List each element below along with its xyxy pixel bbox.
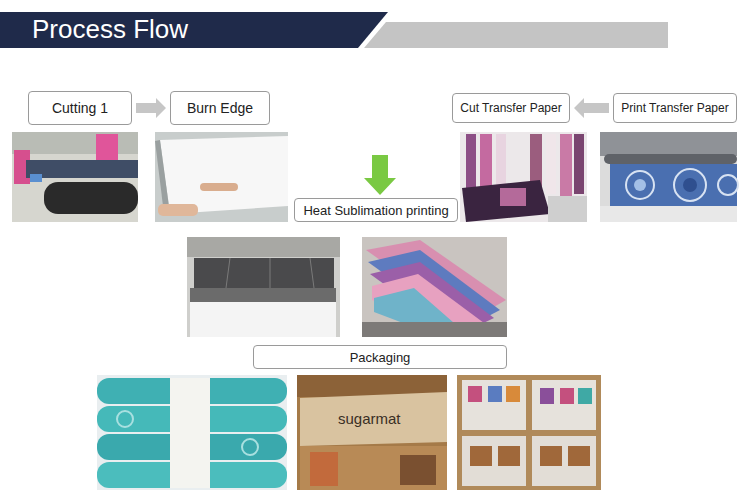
title-band-grey	[364, 22, 668, 48]
page-title: Process Flow	[32, 12, 188, 46]
box-label: Packaging	[350, 350, 411, 365]
photo-rolled-mats	[97, 375, 287, 490]
box-label: Cut Transfer Paper	[460, 101, 561, 115]
flow-arrow	[574, 98, 609, 118]
box-label: Burn Edge	[187, 100, 253, 116]
process-box: Packaging	[253, 345, 507, 369]
title-band	[0, 12, 388, 48]
photo-heat-press	[187, 237, 340, 337]
photo-mat-stack	[362, 237, 507, 337]
photo-packed-boxes	[457, 375, 601, 490]
box-print: sugarmat	[338, 410, 401, 427]
process-box: Cut Transfer Paper	[452, 93, 570, 123]
photo-burn-edge	[155, 132, 288, 222]
photo-shipping-box	[297, 375, 447, 490]
photo-cutting	[12, 132, 138, 222]
process-box: Cutting 1	[28, 91, 132, 125]
box-label: Heat Sublimation printing	[303, 203, 448, 218]
box-label: Cutting 1	[52, 100, 108, 116]
flow-arrow	[136, 98, 166, 118]
photo-transfer-rolls	[460, 132, 587, 222]
box-label: Print Transfer Paper	[621, 101, 728, 115]
photo-printer	[600, 132, 738, 222]
process-box: Heat Sublimation printing	[294, 198, 458, 222]
process-box: Burn Edge	[170, 91, 270, 125]
process-box: Print Transfer Paper	[613, 93, 737, 123]
down-arrow	[364, 155, 396, 195]
